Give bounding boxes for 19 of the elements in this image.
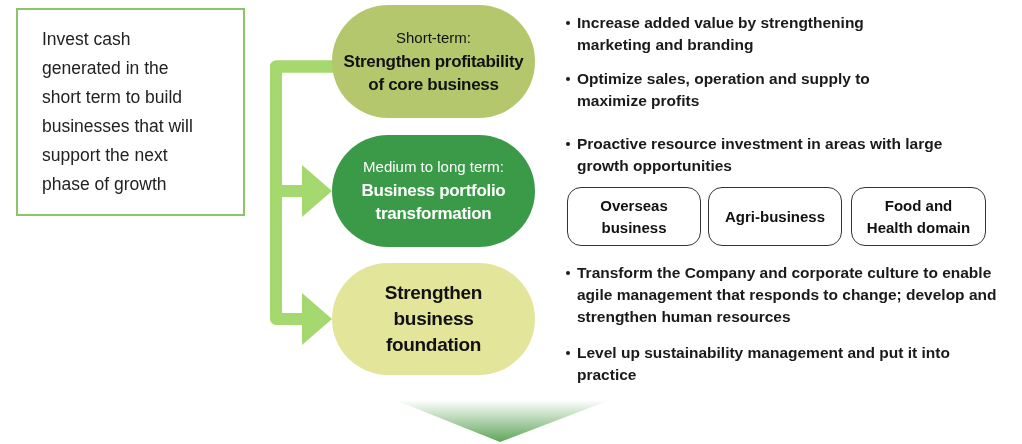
note-text: Invest cash generated in the short term to build businesses that will support the next phase of growth xyxy=(42,28,194,196)
area-label: Agri-business xyxy=(725,206,825,227)
area-label: Food and Health domain xyxy=(865,195,972,238)
stage-title: Strengthen profitability of core business xyxy=(342,50,525,96)
bullet-text: Proactive resource investment in areas with large growth opportunities xyxy=(566,133,962,177)
area-box xyxy=(567,187,701,246)
bullet-text: Increase added value by strengthening marketing and branding xyxy=(566,12,912,56)
stage-label: Medium to long term: xyxy=(363,157,504,177)
bullet-text: Level up sustainability management and put it into practice xyxy=(566,342,977,386)
stage-label: Short-term: xyxy=(396,27,471,48)
area-label: Overseas business xyxy=(599,195,669,238)
bullet-text: Transform the Company and corporate culture to enable agile management that responds to change; develop and strengthen human resources xyxy=(566,262,997,328)
arrow xyxy=(270,60,334,345)
area-box xyxy=(851,187,986,246)
stage-title: Business portfolio transformation xyxy=(360,180,507,225)
area-box xyxy=(708,187,842,246)
bullet-text: Optimize sales, operation and supply to maximize profits xyxy=(566,68,912,112)
stage-title: Strengthen business foundation xyxy=(383,281,484,357)
note-box xyxy=(16,8,245,216)
